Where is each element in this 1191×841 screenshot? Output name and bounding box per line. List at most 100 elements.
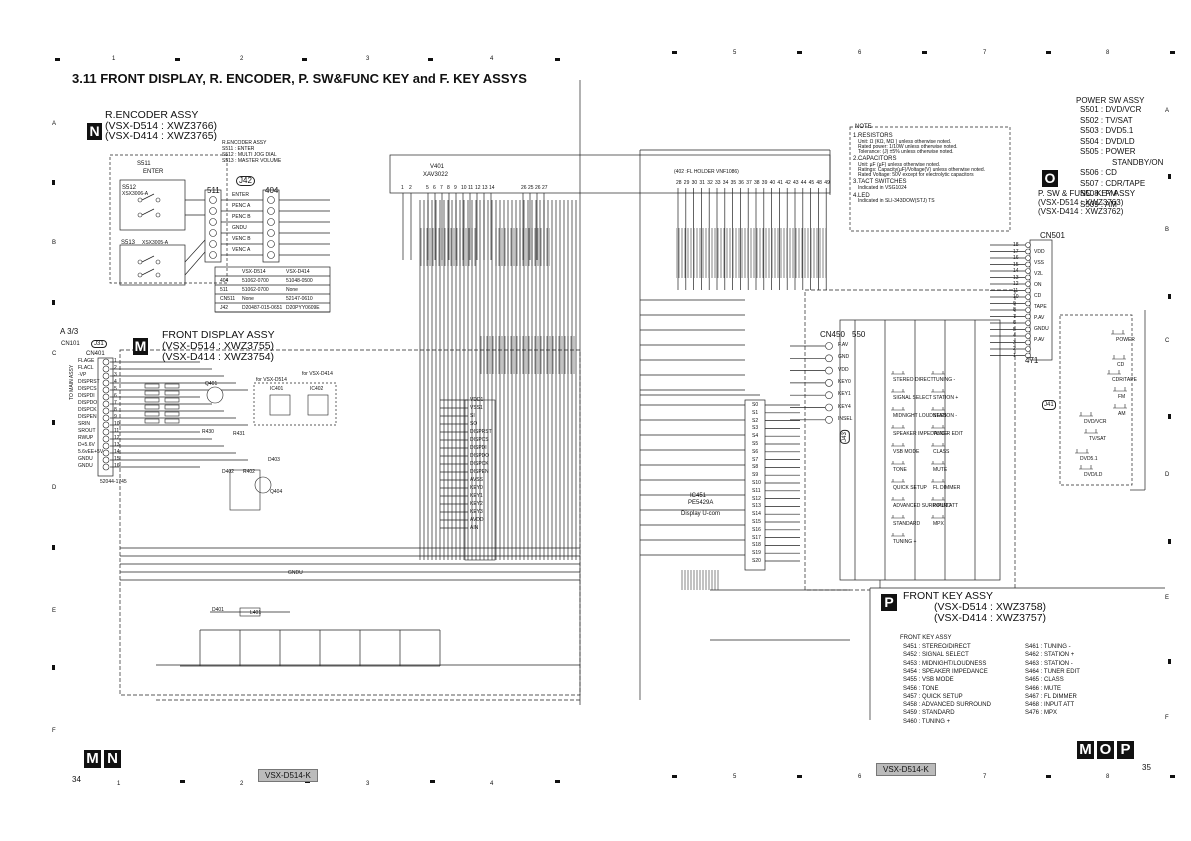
cn450: CN450 xyxy=(820,330,845,339)
footer-block-letter: O xyxy=(1097,741,1114,759)
vfd-pin-num-r: 37 xyxy=(746,180,752,186)
grid-col-top: 2 xyxy=(240,56,244,62)
power-switch-item: S506 : CD xyxy=(1080,168,1117,177)
cn501-pin-num: 2 xyxy=(1013,346,1016,352)
cn501-pin xyxy=(1025,320,1031,326)
m-cn101: CN101 xyxy=(61,341,80,347)
ic-pin-label: S5 xyxy=(752,441,759,447)
vfd-pin-num-r: 43 xyxy=(793,180,799,186)
o-key-label: TV/SAT xyxy=(1089,436,1107,442)
tact-switch xyxy=(891,425,905,429)
grid-row-left: E xyxy=(52,608,57,614)
n-pin-511 xyxy=(209,196,217,204)
n-pin-label: PENC A xyxy=(232,203,251,209)
cn501-pin-label: VDD xyxy=(1034,249,1045,255)
n-pin-511 xyxy=(209,251,217,259)
resistor xyxy=(164,397,180,403)
o-key-area xyxy=(1059,314,1133,486)
switch-contact xyxy=(155,272,161,278)
n-sw1b: ENTER xyxy=(143,169,164,175)
ruler-mark xyxy=(52,420,55,425)
vfd-pin-num-r: 34 xyxy=(722,180,729,186)
components xyxy=(102,196,1127,617)
cn501-pin-num: 9 xyxy=(1013,300,1016,307)
fl-holder: (402 :FL HOLDER VNF1086) xyxy=(674,169,739,175)
grid-col-top: 1 xyxy=(112,56,116,62)
ic-pin-label: S9 xyxy=(752,472,759,479)
assembly-outlines xyxy=(52,51,1175,783)
note-text: Indicated in SLI-343DOW(STJ) TS xyxy=(858,198,935,204)
vfd-pin-num: 1 xyxy=(401,185,404,191)
note-heading: 3.TACT SWITCHES xyxy=(853,179,907,185)
power-switch-item: S503 : DVD5.1 xyxy=(1080,126,1134,135)
ic-pin-label-left: DISPDI xyxy=(470,445,487,451)
n-table-cell: 51062-0700 xyxy=(242,287,269,293)
cn501-pin xyxy=(1025,300,1031,307)
resistor-array xyxy=(494,228,550,266)
ruler-mark xyxy=(52,180,55,185)
tact-switch xyxy=(931,479,945,483)
ruler-mark xyxy=(1168,174,1171,179)
tact-switch xyxy=(931,389,945,393)
ruler-mark xyxy=(672,51,677,54)
cn501-pin xyxy=(1025,352,1031,359)
n-table-cell: VSX-D414 xyxy=(286,269,310,275)
m-pin-label: DISPDI xyxy=(78,393,95,399)
cn501-pin-num: 16 xyxy=(1013,255,1019,261)
cn501-pin xyxy=(1025,268,1031,274)
cn450-pin-label: INSEL xyxy=(838,415,853,422)
grid-col-bottom: 5 xyxy=(733,774,737,780)
m-pin-label: DISPCS xyxy=(78,386,97,392)
m-pin-num: 10 xyxy=(114,421,120,427)
cn450-pin xyxy=(825,391,833,400)
ruler-mark xyxy=(55,58,60,61)
m-pin-num: 8 xyxy=(114,407,117,413)
m-pin xyxy=(102,428,110,436)
cn501-pin xyxy=(1025,313,1031,320)
m-pin-num: 16 xyxy=(114,463,120,469)
p-switch-item: S451 : STEREO/DIRECT xyxy=(903,644,971,650)
ic-pin-label-left: DISPCK xyxy=(470,461,489,467)
ruler-mark xyxy=(1168,659,1171,664)
ic-pin-label-left: DISPCS xyxy=(470,437,489,443)
n-conn-511: 511 xyxy=(207,186,220,195)
n-sw2-box xyxy=(119,179,186,231)
power-switch-item: S509 : AM xyxy=(1080,199,1117,209)
o-key-label: DVD/LD xyxy=(1084,472,1103,478)
note-text: Ratings: Capacity(µF)/Voltage(V) unless … xyxy=(858,167,986,173)
cn450-pin xyxy=(825,354,833,363)
m-pin-num: 14 xyxy=(114,449,120,455)
cn450-pin xyxy=(825,403,833,412)
p-title: FRONT KEY ASSY xyxy=(903,590,994,602)
tact-switch xyxy=(931,515,945,519)
grid-row-right: B xyxy=(1165,227,1170,233)
o-model-1: (VSX-D514 : XWZ3763) xyxy=(1038,198,1124,207)
vfd-body xyxy=(389,154,831,194)
o-block-letter: O xyxy=(1042,170,1058,187)
m-pin-label: DISPDO xyxy=(78,400,98,406)
m-pin xyxy=(102,442,110,450)
note-text: Rated Voltage: 50V except for electrolyt… xyxy=(858,172,974,178)
cn501-pin-num: 13 xyxy=(1013,274,1019,281)
m-pin xyxy=(102,393,110,401)
ic-pin-label-left: AVDD xyxy=(470,517,484,523)
cn501-pin-num: 3 xyxy=(1013,339,1016,346)
o-key-label: POWER xyxy=(1116,337,1135,343)
bottom-resistors xyxy=(680,570,720,590)
grid-col-bottom: 4 xyxy=(490,781,494,787)
m-model-1: (VSX-D514 : XWZ3755) xyxy=(162,340,275,352)
ic-pin-label: S15 xyxy=(752,519,761,525)
ic-pin-label-left: DISPEN xyxy=(470,469,489,475)
cn501-pin-num: 18 xyxy=(1013,242,1019,248)
vfd-pin-num: 26 xyxy=(535,185,541,191)
cn501-pin-num: 15 xyxy=(1013,261,1019,268)
cn501-pin-label: CD xyxy=(1034,293,1042,299)
ruler-mark xyxy=(302,58,307,61)
ruler-mark xyxy=(430,780,435,783)
vfd-pin-num-r: 36 xyxy=(738,180,744,186)
p-block-letter: P xyxy=(881,594,897,611)
footer-block-letter: P xyxy=(1117,741,1134,759)
cn501-pin xyxy=(1025,326,1031,333)
m-part: 52044-1745 xyxy=(100,479,127,485)
cn501-pin-label: TAPE xyxy=(1034,304,1047,310)
